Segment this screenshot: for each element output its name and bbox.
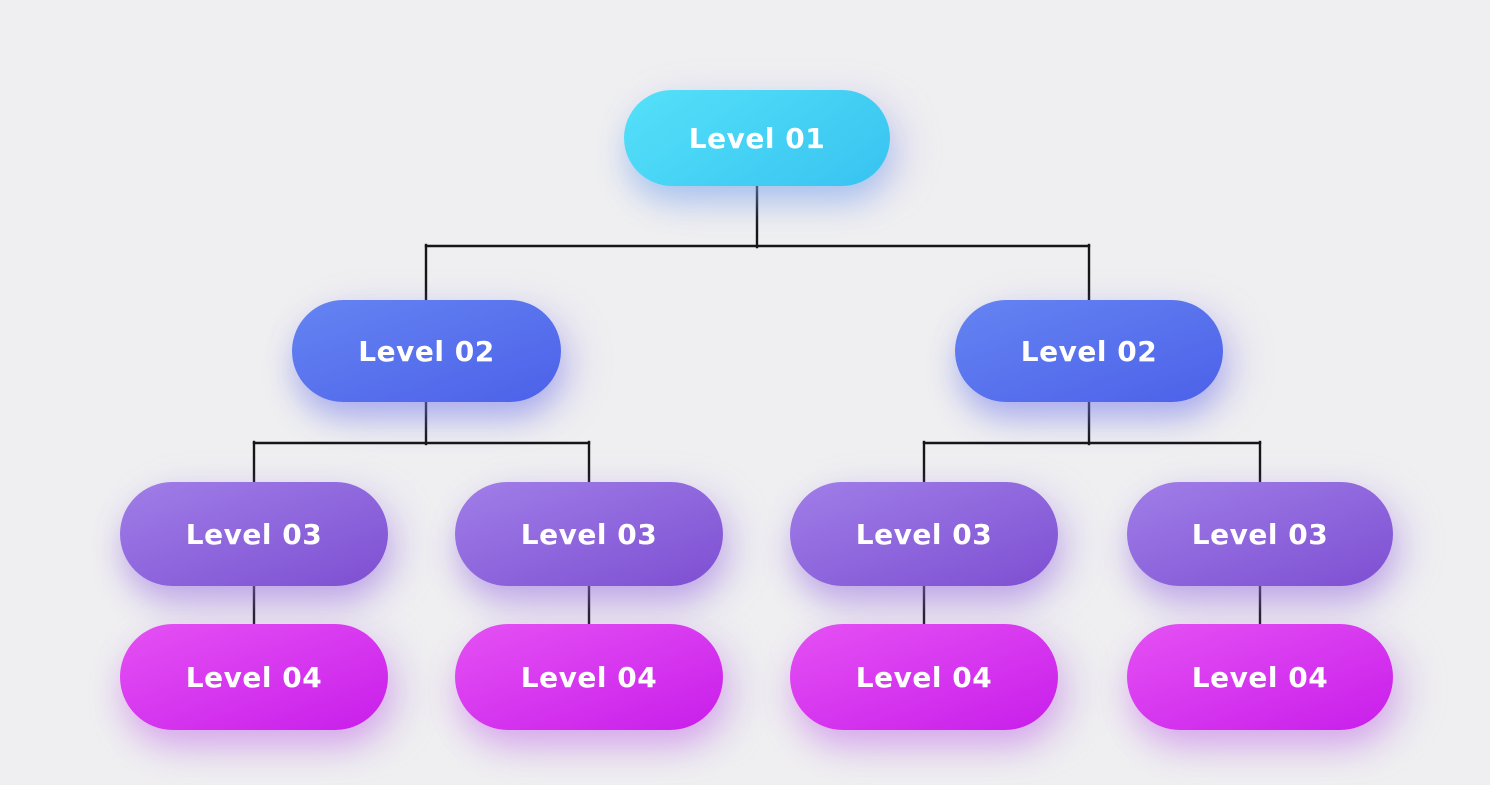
node-level-03-third: Level 03 — [790, 482, 1058, 586]
node-level-04-first: Level 04 — [120, 624, 388, 730]
node-level-04-second: Level 04 — [455, 624, 723, 730]
node-level-02-left: Level 02 — [292, 300, 561, 402]
node-label: Level 02 — [1020, 334, 1158, 368]
node-level-02-right: Level 02 — [955, 300, 1223, 402]
node-label: Level 04 — [1191, 660, 1329, 694]
node-label: Level 04 — [185, 660, 323, 694]
node-label: Level 03 — [520, 517, 658, 551]
node-level-03-first: Level 03 — [120, 482, 388, 586]
node-label: Level 03 — [1191, 517, 1329, 551]
node-label: Level 02 — [358, 334, 495, 368]
node-level-04-fourth: Level 04 — [1127, 624, 1393, 730]
node-level-01: Level 01 — [624, 90, 890, 186]
node-level-03-second: Level 03 — [455, 482, 723, 586]
node-label: Level 03 — [185, 517, 323, 551]
node-label: Level 04 — [855, 660, 993, 694]
node-label: Level 03 — [855, 517, 993, 551]
node-label: Level 04 — [520, 660, 658, 694]
node-label: Level 01 — [688, 121, 826, 155]
node-level-04-third: Level 04 — [790, 624, 1058, 730]
node-level-03-fourth: Level 03 — [1127, 482, 1393, 586]
